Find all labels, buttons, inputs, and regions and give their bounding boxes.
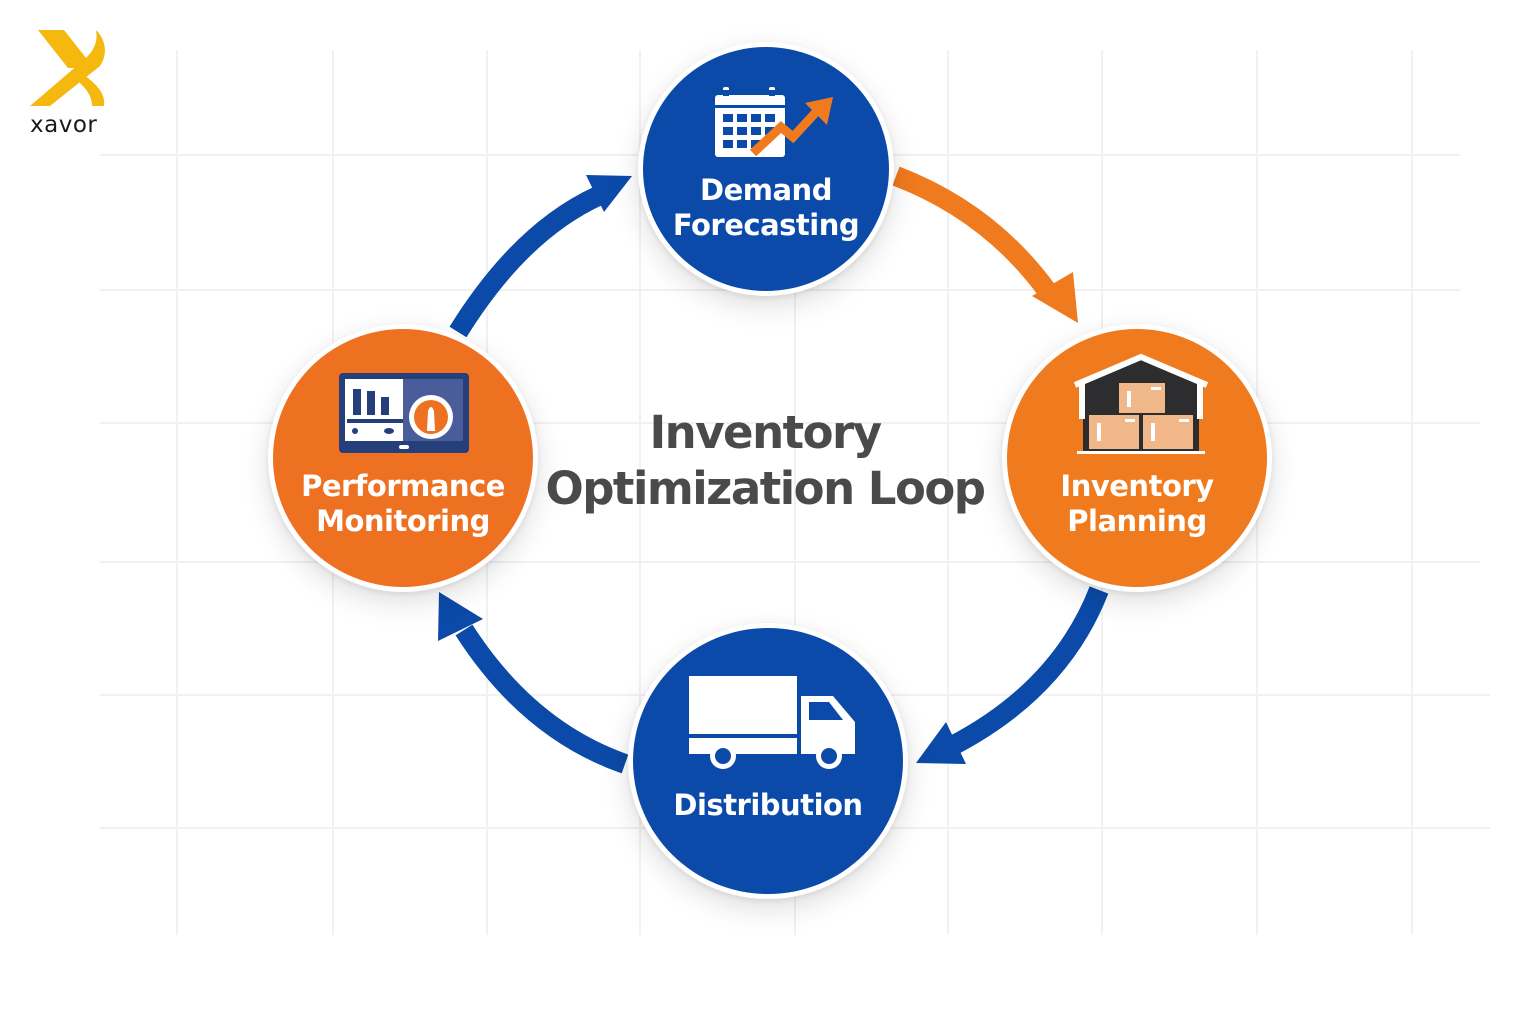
node-label-line1: Performance xyxy=(301,469,505,503)
title-line1: Inventory xyxy=(649,406,882,459)
node-label: Distribution xyxy=(633,788,903,823)
arrow-planning-to-distribution xyxy=(916,586,1109,764)
delivery-truck-icon xyxy=(689,676,855,769)
warehouse-boxes-icon xyxy=(1073,353,1209,454)
node-label-line2: Planning xyxy=(1067,504,1207,539)
node-demand-forecasting: Demand Forecasting xyxy=(638,42,894,296)
node-label: Performance Monitoring xyxy=(273,469,533,540)
arrow-demand-to-planning xyxy=(892,166,1078,323)
node-performance-monitoring: Performance Monitoring xyxy=(268,324,538,592)
node-inventory-planning: Inventory Planning xyxy=(1002,324,1272,592)
monitor-dashboard-icon xyxy=(339,373,469,453)
arrow-performance-to-demand xyxy=(449,175,632,338)
node-label-line1: Demand xyxy=(700,173,832,207)
node-label-line2: Monitoring xyxy=(316,504,490,539)
arrow-distribution-to-performance xyxy=(438,592,629,774)
x-swoosh-logo-icon xyxy=(30,30,105,106)
calendar-trend-icon xyxy=(715,87,833,157)
node-label: Demand Forecasting xyxy=(643,173,889,244)
node-label: Inventory Planning xyxy=(1007,469,1267,540)
title-line2: Optimization Loop xyxy=(545,462,986,516)
brand-name: xavor xyxy=(30,112,98,138)
diagram-title: Inventory Optimization Loop xyxy=(540,405,990,518)
node-label-line1: Inventory xyxy=(1060,469,1214,503)
node-distribution: Distribution xyxy=(628,623,908,899)
node-label-line2: Forecasting xyxy=(672,208,860,243)
node-label-line1: Distribution xyxy=(673,788,863,822)
